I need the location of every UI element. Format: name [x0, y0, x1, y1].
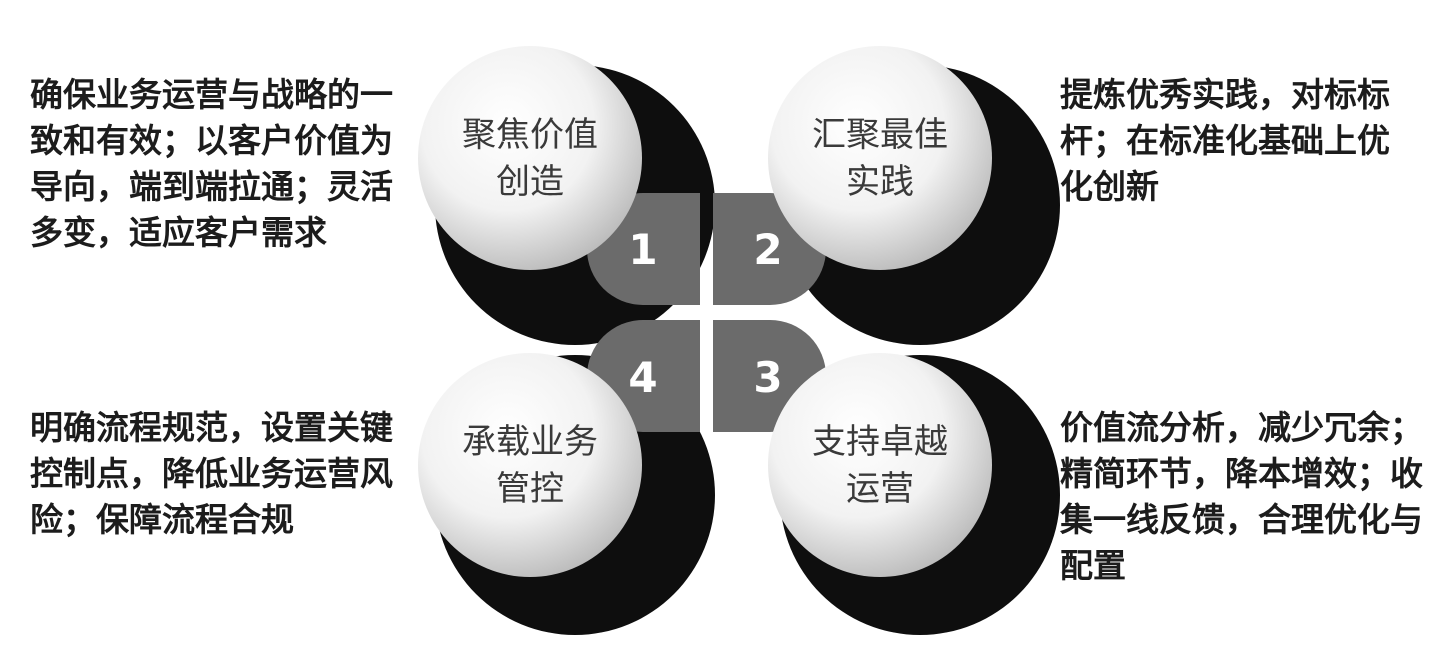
number-2: 2 [753, 225, 782, 274]
desc-line: 集一线反馈，合理优化与 [1060, 500, 1423, 539]
desc-line: 配置 [1060, 546, 1126, 585]
desc-line: 险；保障流程合规 [30, 500, 294, 539]
desc-line: 化创新 [1060, 167, 1159, 206]
desc-line: 确保业务运营与战略的一 [30, 75, 393, 114]
number-1: 1 [628, 225, 657, 274]
circle-2 [768, 46, 992, 270]
circle-1 [418, 46, 642, 270]
desc-quadrant-4: 明确流程规范，设置关键 控制点，降低业务运营风 险；保障流程合规 [30, 405, 393, 543]
circle-3-title-line1: 支持卓越 [812, 422, 948, 462]
circle-4-title-line1: 承载业务 [462, 422, 598, 462]
circle-1-title-line1: 聚焦价值 [462, 115, 598, 155]
circle-2-title-line2: 实践 [846, 162, 914, 202]
desc-quadrant-2: 提炼优秀实践，对标标 杆；在标准化基础上优 化创新 [1060, 72, 1390, 210]
desc-line: 致和有效；以客户价值为 [30, 121, 393, 160]
desc-line: 价值流分析，减少冗余； [1060, 408, 1423, 447]
desc-line: 控制点，降低业务运营风 [30, 454, 393, 493]
circle-2-title-line1: 汇聚最佳 [812, 115, 948, 155]
circle-1-title-line2: 创造 [496, 162, 564, 202]
number-3: 3 [753, 353, 782, 402]
number-4: 4 [628, 353, 657, 402]
desc-quadrant-1: 确保业务运营与战略的一 致和有效；以客户价值为 导向，端到端拉通；灵活 多变，适… [30, 72, 393, 256]
desc-line: 多变，适应客户需求 [30, 213, 327, 252]
desc-line: 杆；在标准化基础上优 [1060, 121, 1390, 160]
circle-4 [418, 353, 642, 577]
desc-line: 精简环节，降本增效；收 [1060, 454, 1423, 493]
desc-quadrant-3: 价值流分析，减少冗余； 精简环节，降本增效；收 集一线反馈，合理优化与 配置 [1060, 405, 1423, 589]
desc-line: 明确流程规范，设置关键 [30, 408, 393, 447]
circle-3-title-line2: 运营 [846, 469, 914, 509]
circle-3 [768, 353, 992, 577]
circle-4-title-line2: 管控 [496, 469, 564, 509]
desc-line: 导向，端到端拉通；灵活 [30, 167, 393, 206]
desc-line: 提炼优秀实践，对标标 [1060, 75, 1390, 114]
